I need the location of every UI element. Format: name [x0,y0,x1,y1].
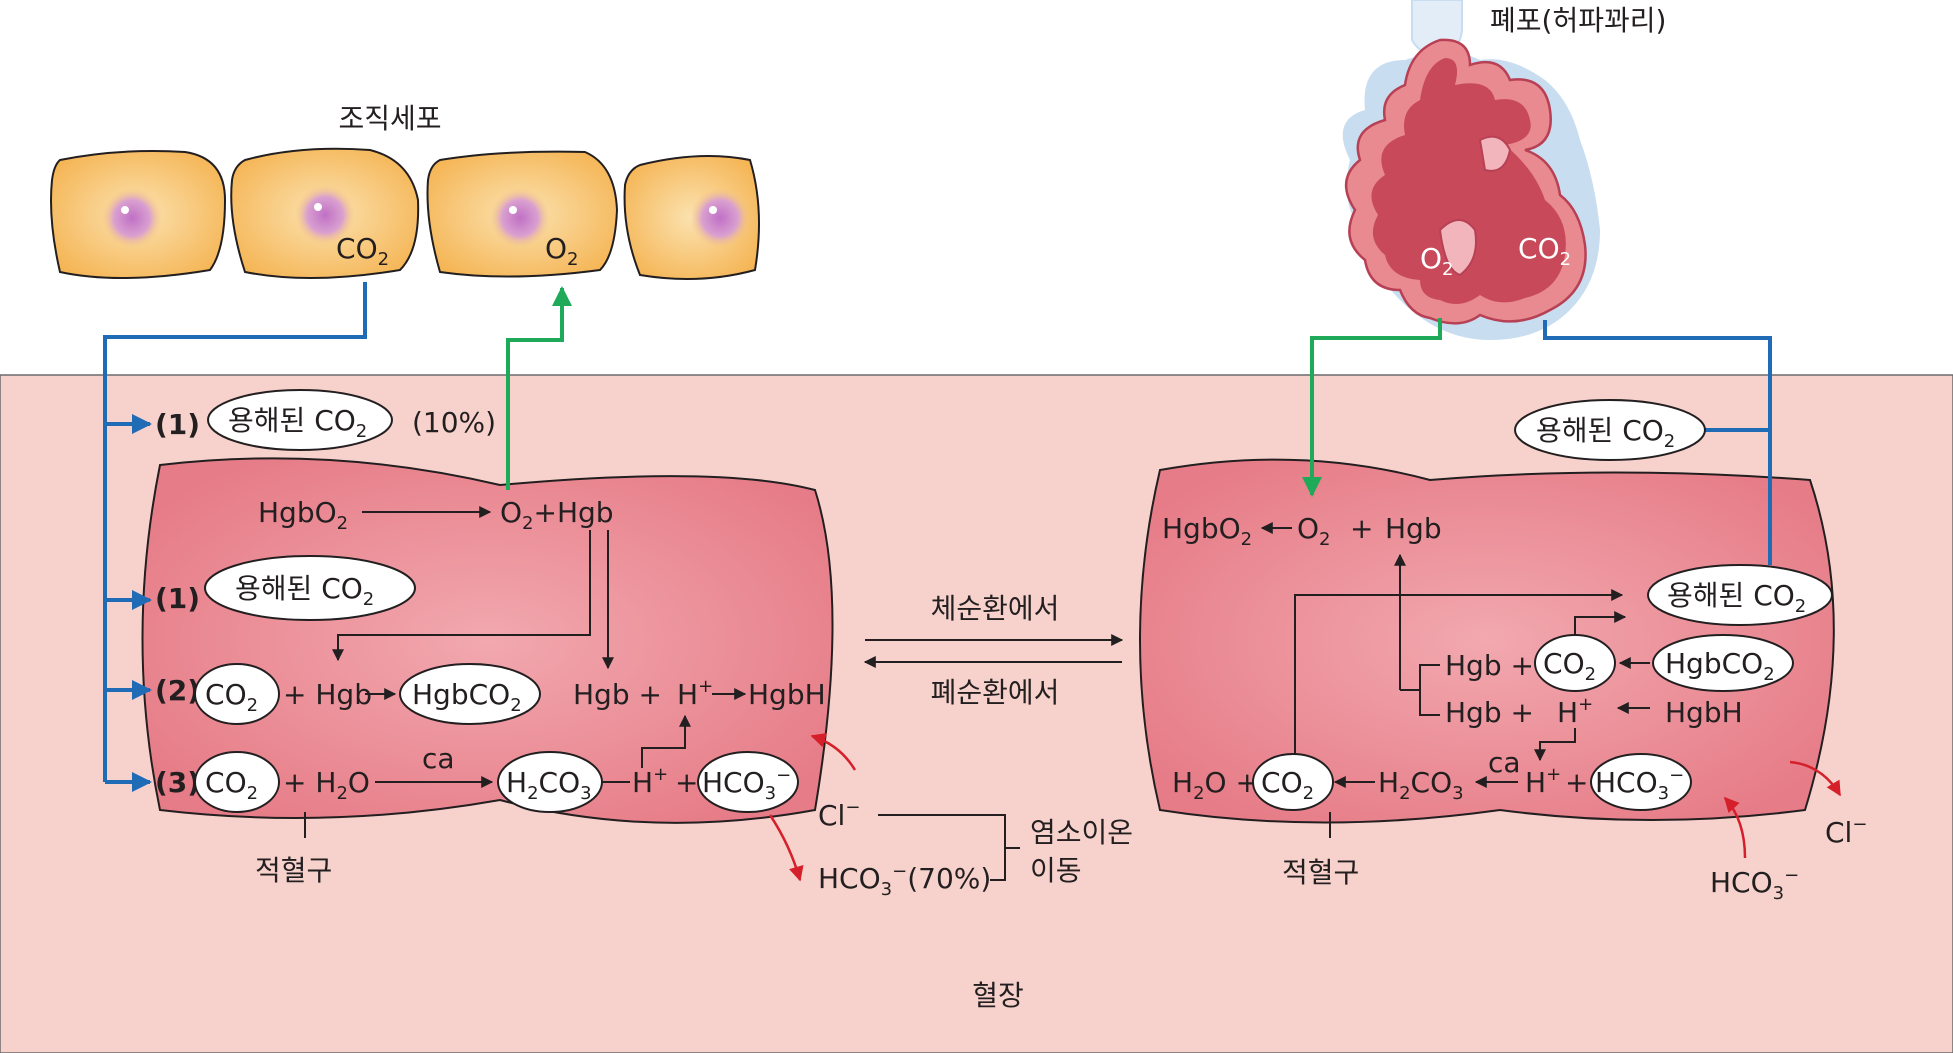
tissue-cells [50,147,760,280]
o2-right: O2 [1297,512,1331,550]
alveolus-o2: O2 [1420,242,1454,280]
dissolved-co2-rbc-left [204,555,416,621]
co2-row3 [194,751,280,813]
hco3-in-arrow-right [1723,796,1747,859]
cl-right: Cl− [1825,814,1867,849]
nucleus-2 [295,185,355,245]
co2-right-mid [1534,634,1616,692]
hgbh-right: HgbH [1665,696,1743,729]
dissolved-co2-rbc-right [1647,564,1833,626]
cl-left: Cl− [818,797,860,832]
step-1-plasma: (1) [155,408,200,441]
o2-path-right [1302,318,1442,497]
co2-path-right [1543,320,1772,565]
svg-text:HgbCO2: HgbCO2 [1665,647,1775,685]
h2o-right: H2O + [1172,766,1259,804]
hco3-70: HCO3−(70%) [818,861,991,900]
hgb-plus-2: Hgb + [1445,696,1534,729]
dissolved-co2-plasma-right [1514,399,1706,461]
hgbco2-row2 [399,663,541,725]
step-3: (3) [155,766,200,799]
hgbo2-right: HgbO2 [1162,512,1252,550]
h-plus-row2: H+ [677,676,713,711]
hco3-left [697,751,799,813]
svg-text:+: + [1565,766,1588,799]
hco3-out-arrow [768,814,804,882]
h-plus-row3: H+ [632,764,668,799]
o2-path-left [506,286,572,490]
o2-hgb-left: O2+Hgb [500,496,614,534]
svg-text:HgbCO2: HgbCO2 [412,678,522,716]
hgbh-left: HgbH [748,678,826,711]
co2-path-left [103,282,367,782]
svg-text:+ H2O: + H2O [283,766,370,804]
h2co3-right: H2CO3 [1378,766,1464,804]
lung-alveoli-label: 폐포(허파꽈리) [1490,4,1666,37]
pct-10: (10%) [412,406,496,439]
tissue-co2: CO2 [336,232,389,270]
svg-text:Hgb +: Hgb + [573,678,662,711]
rbc-label-left: 적혈구 [255,854,332,887]
step-2: (2) [155,674,200,707]
ca-right: ca [1488,746,1521,779]
dissolved-co2-plasma-text: 용해된 CO2 [228,404,367,442]
svg-text:CO2: CO2 [205,678,258,716]
hco3-right [1590,753,1692,811]
svg-text:CO2: CO2 [1261,766,1314,804]
alveolus-co2: CO2 [1518,232,1571,270]
pulmonary-label: 폐순환에서 [931,676,1060,709]
nucleus-3 [490,188,550,248]
systemic-label: 체순환에서 [931,592,1060,625]
svg-text:CO2: CO2 [1543,647,1596,685]
ca-left: ca [422,742,455,775]
svg-text:+: + [1350,512,1373,545]
hgbo2-left: HgbO2 [258,496,348,534]
rbc-left [141,457,834,824]
alveolus-fold [1438,219,1477,277]
step-1-rbc: (1) [155,582,200,615]
svg-text:+ Hgb: + Hgb [283,678,372,711]
nucleus-4 [690,188,750,248]
rbc-label-right: 적혈구 [1282,856,1359,889]
plasma-label: 혈장 [972,979,1024,1012]
nucleus-1 [102,188,162,248]
dissolved-co2-rbc-left-text: 용해된 CO2 [235,572,374,610]
cl-in-arrow [810,732,857,771]
tissue-cells-label: 조직세포 [338,102,441,135]
hco3-right-plasma: HCO3− [1710,865,1799,904]
chloride-shift-2: 이동 [1030,854,1082,887]
rbc-right [1139,458,1835,824]
hgb-right: Hgb [1385,512,1442,545]
h-plus-right-mid: H+ [1557,694,1593,729]
dissolved-co2-plasma [207,389,393,451]
svg-text:+: + [675,766,698,799]
svg-text:HCO3−: HCO3− [1595,765,1684,804]
co2-row2 [194,663,280,725]
co2-right-bottom [1252,753,1334,811]
svg-text:용해된 CO2: 용해된 CO2 [1667,579,1806,617]
svg-text:HCO3−: HCO3− [702,765,791,804]
tissue-o2: O2 [545,232,579,270]
svg-text:용해된 CO2: 용해된 CO2 [1536,414,1675,452]
cl-out-arrow-right [1789,760,1842,797]
alveolus-inner [1371,58,1566,304]
svg-text:H2CO3: H2CO3 [506,766,592,804]
svg-text:CO2: CO2 [205,766,258,804]
hgbco2-right [1652,634,1794,692]
hgb-plus-1: Hgb + [1445,649,1534,682]
h-plus-right-bottom: H+ [1525,764,1561,799]
lung-alveoli [1342,0,1600,340]
chloride-shift-1: 염소이온 [1030,816,1133,849]
